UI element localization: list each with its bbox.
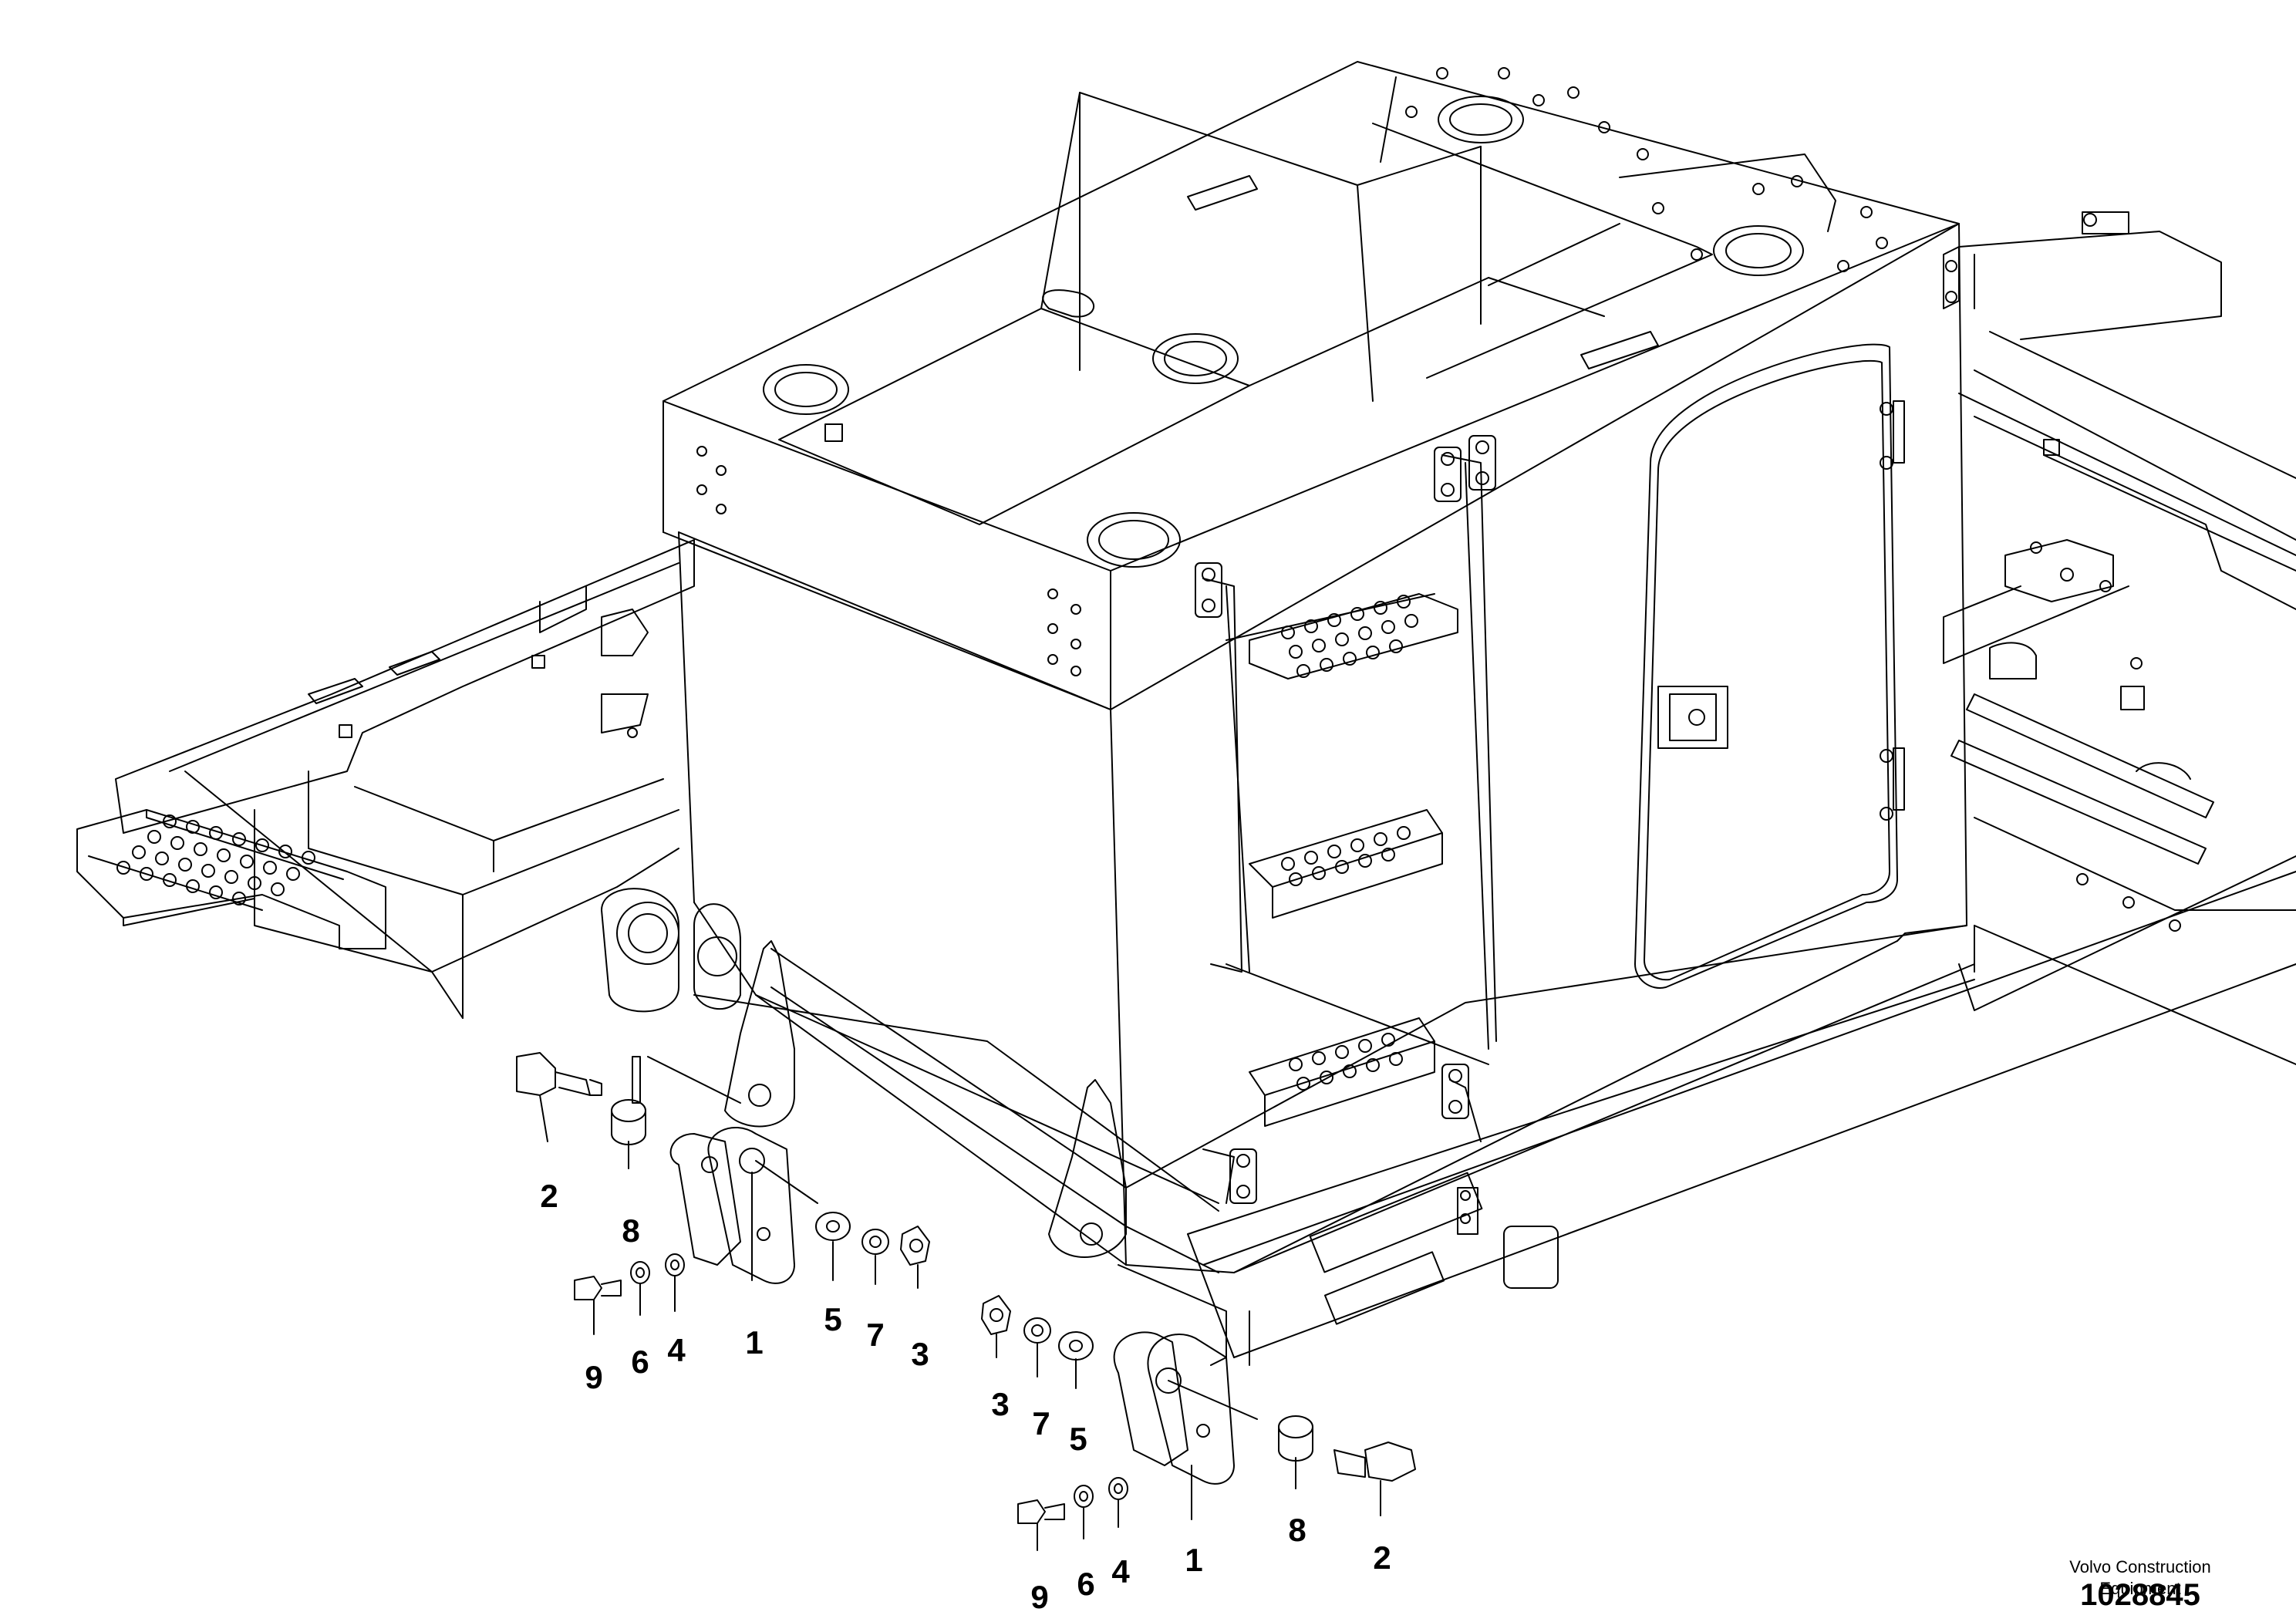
callout-3-right: 3	[991, 1386, 1009, 1422]
right-hardware-assembly	[981, 1295, 1416, 1551]
callout-4-left: 4	[667, 1332, 686, 1368]
callout-6-left: 6	[631, 1344, 649, 1380]
manufacturer-line-1: Volvo Construction	[2069, 1557, 2211, 1576]
callout-2-left: 2	[540, 1178, 558, 1214]
callout-8-left: 8	[622, 1212, 639, 1249]
callout-1-right: 1	[1185, 1542, 1202, 1578]
callout-7-left: 7	[866, 1317, 884, 1353]
callout-4-right: 4	[1111, 1553, 1130, 1590]
left-hardware-assembly	[516, 1052, 930, 1335]
chassis-frame	[76, 211, 2296, 1366]
callouts-left: 2 8 5 7 3 9 6 4 1	[540, 1178, 929, 1395]
cab-structure	[663, 61, 1975, 1273]
callout-8-right: 8	[1288, 1512, 1306, 1548]
callout-9-right: 9	[1030, 1579, 1048, 1615]
callout-9-left: 9	[585, 1359, 602, 1395]
manufacturer-line-2: Equipment	[2099, 1579, 2181, 1598]
callout-6-right: 6	[1077, 1566, 1094, 1602]
access-ladder	[1195, 435, 1497, 1204]
callout-5-left: 5	[824, 1301, 841, 1337]
drawing-number: 1028845	[2080, 1578, 2200, 1612]
callout-3-left: 3	[911, 1336, 929, 1372]
callout-1-left: 1	[745, 1324, 763, 1361]
callout-2-right: 2	[1373, 1539, 1391, 1576]
callout-7-right: 7	[1032, 1405, 1050, 1442]
callouts-right: 3 7 5 8 2 9 6 4 1	[991, 1386, 1391, 1615]
callout-5-right: 5	[1069, 1421, 1087, 1457]
mounting-lugs	[632, 940, 1559, 1366]
side-door	[1634, 246, 1960, 989]
manufacturer-label: Volvo Construction Equipment	[2017, 1556, 2264, 1600]
